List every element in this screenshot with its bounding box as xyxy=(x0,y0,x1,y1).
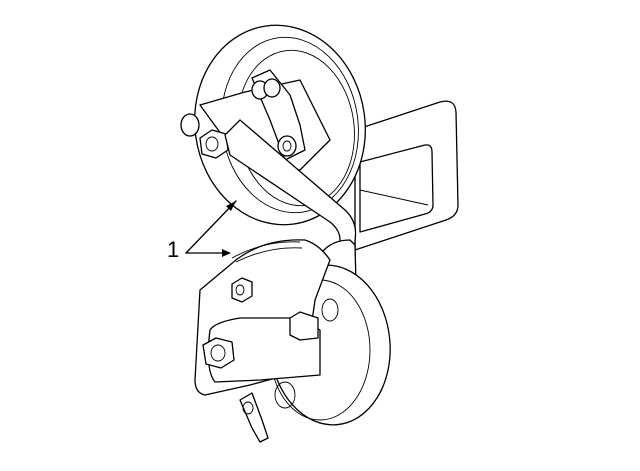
mounting-bracket-rear xyxy=(354,100,459,251)
callout-leaders xyxy=(185,200,237,257)
lower-horn xyxy=(194,239,391,443)
callout-label-1: 1 xyxy=(167,237,180,262)
upper-horn xyxy=(180,24,366,226)
